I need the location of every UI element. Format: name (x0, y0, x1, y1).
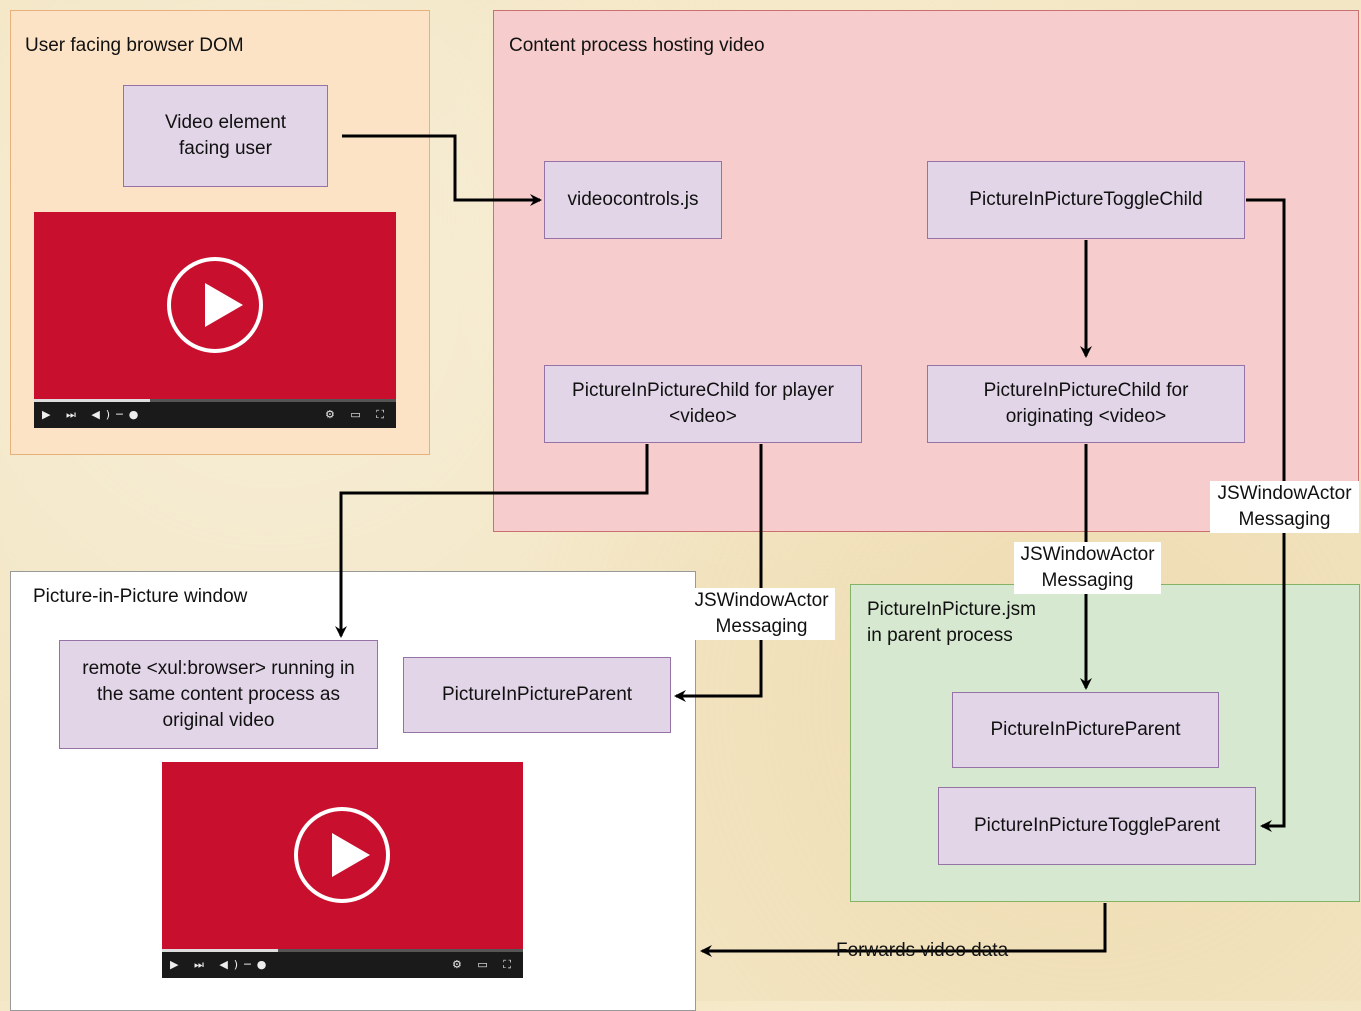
video-element-node: Video element facing user (123, 85, 328, 187)
content-process-region: Content process hosting video (493, 10, 1359, 532)
pip-parent-window-node: PictureInPictureParent (403, 657, 671, 733)
player-progress (34, 399, 396, 402)
playback-controls-icons: ▶ ⏭ ◀)─● (170, 958, 273, 971)
edge-forwards-video-data (700, 903, 1107, 957)
player-progress (162, 949, 523, 952)
messaging-label-mid: JSWindowActor Messaging (1014, 542, 1161, 594)
player-controls-bar: ▶ ⏭ ◀)─● ⚙ ▭ ⛶ (34, 399, 396, 428)
view-controls-icons: ⚙ ▭ ⛶ (452, 958, 517, 971)
play-circle-icon (167, 257, 263, 353)
content-process-title: Content process hosting video (509, 35, 765, 56)
remote-browser-node: remote <xul:browser> running in the same… (59, 640, 378, 749)
player-controls-bar: ▶ ⏭ ◀)─● ⚙ ▭ ⛶ (162, 949, 523, 978)
browser-dom-title: User facing browser DOM (25, 35, 244, 56)
messaging-label-right: JSWindowActor Messaging (1210, 481, 1359, 533)
playback-controls-icons: ▶ ⏭ ◀)─● (42, 408, 145, 421)
child-player-node: PictureInPictureChild for player <video> (544, 365, 862, 443)
video-player-bottom: ▶ ⏭ ◀)─● ⚙ ▭ ⛶ (162, 762, 523, 978)
pip-window-title: Picture-in-Picture window (33, 586, 248, 607)
toggle-parent-node: PictureInPictureToggleParent (938, 787, 1256, 865)
toggle-child-node: PictureInPictureToggleChild (927, 161, 1245, 239)
messaging-label-left: JSWindowActor Messaging (688, 588, 835, 640)
play-circle-icon (294, 807, 390, 903)
child-originating-node: PictureInPictureChild for originating <v… (927, 365, 1245, 443)
pip-parent-process-node: PictureInPictureParent (952, 692, 1219, 768)
forwards-video-data-label: Forwards video data (836, 940, 1009, 961)
edge-video-to-videocontrols (342, 134, 542, 206)
edge-child-player-to-pip-parent (674, 444, 763, 702)
video-player-top: ▶ ⏭ ◀)─● ⚙ ▭ ⛶ (34, 212, 396, 428)
videocontrols-node: videocontrols.js (544, 161, 722, 239)
edge-child-player-to-remote-browser (335, 444, 649, 638)
parent-process-title: PictureInPicture.jsm in parent process (867, 599, 1036, 646)
view-controls-icons: ⚙ ▭ ⛶ (325, 408, 390, 421)
